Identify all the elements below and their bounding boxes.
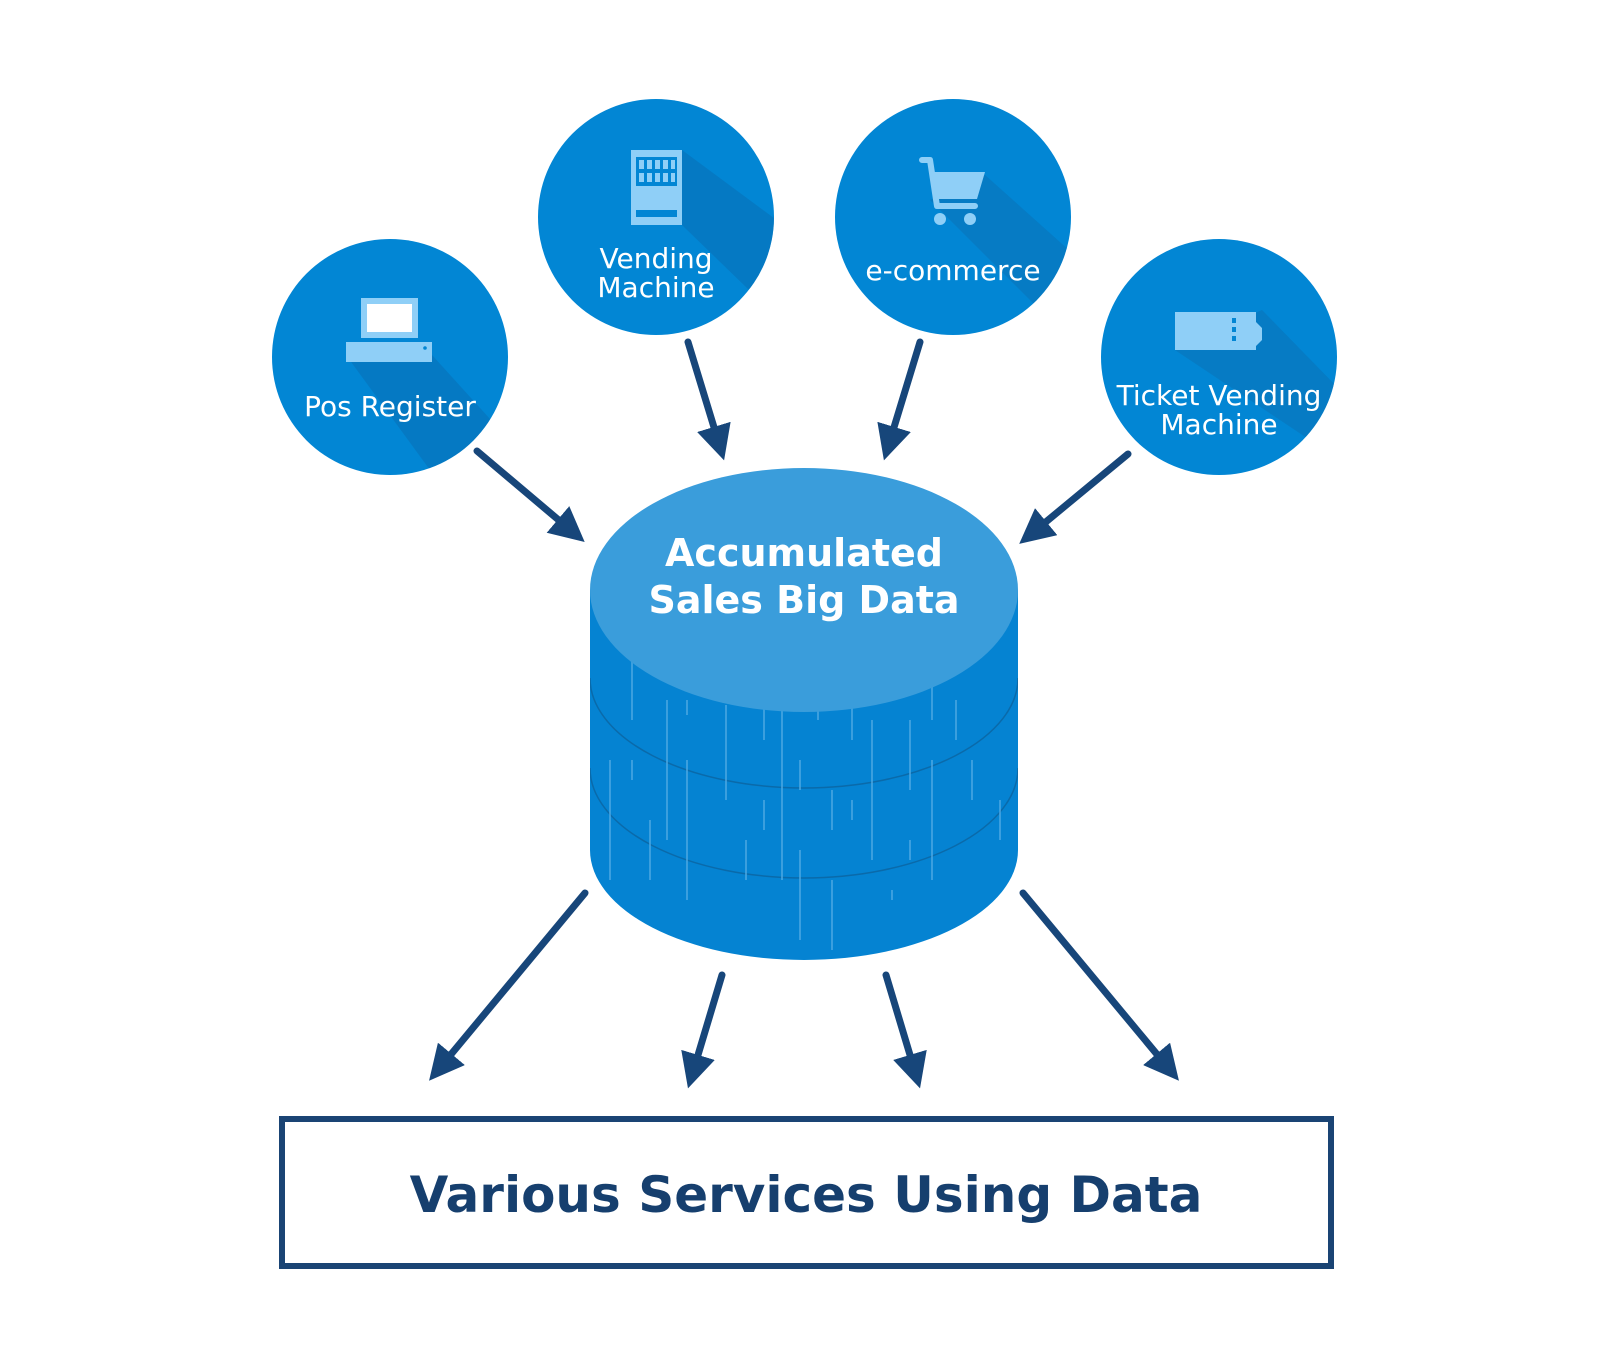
arrow-database-to-services-2 (681, 971, 726, 1089)
database-top (590, 468, 1018, 712)
ticket-icon (1175, 312, 1262, 350)
services-box-frame (279, 1116, 1334, 1269)
data-stream-lines (609, 660, 1001, 950)
arrow-ecommerce-to-database (877, 338, 924, 461)
source-label: Machine (1160, 408, 1277, 441)
arrow-pos-to-database (473, 447, 585, 543)
source-label: Vending (599, 242, 712, 275)
source-node-vending-machine: Vending Machine (538, 99, 774, 335)
source-node-e-commerce: e-commerce (835, 99, 1071, 335)
source-node-ticket-vending-machine: Ticket Vending Machine (1101, 239, 1337, 475)
services-box: Various Services Using Data (279, 1116, 1334, 1269)
source-label: Machine (597, 271, 714, 304)
arrow-ticket-to-database (1019, 450, 1132, 544)
arrow-vending-to-database (684, 338, 731, 461)
source-label: e-commerce (865, 254, 1040, 287)
database-cylinder: Accumulated Sales Big Data (590, 468, 1018, 960)
arrow-database-to-services-3 (882, 971, 927, 1089)
database-label-line1: Accumulated (665, 531, 943, 575)
shopping-cart-icon (919, 157, 985, 225)
source-label: Ticket Vending (1116, 379, 1322, 412)
pos-register-icon (346, 298, 432, 362)
arrow-database-to-services-1 (429, 889, 589, 1081)
source-node-pos-register: Pos Register (272, 239, 508, 475)
arrow-database-to-services-4 (1019, 889, 1179, 1081)
database-label-line2: Sales Big Data (648, 578, 959, 622)
services-box-label: Various Services Using Data (410, 1166, 1203, 1224)
vending-machine-icon (631, 150, 682, 225)
source-label: Pos Register (304, 390, 476, 423)
